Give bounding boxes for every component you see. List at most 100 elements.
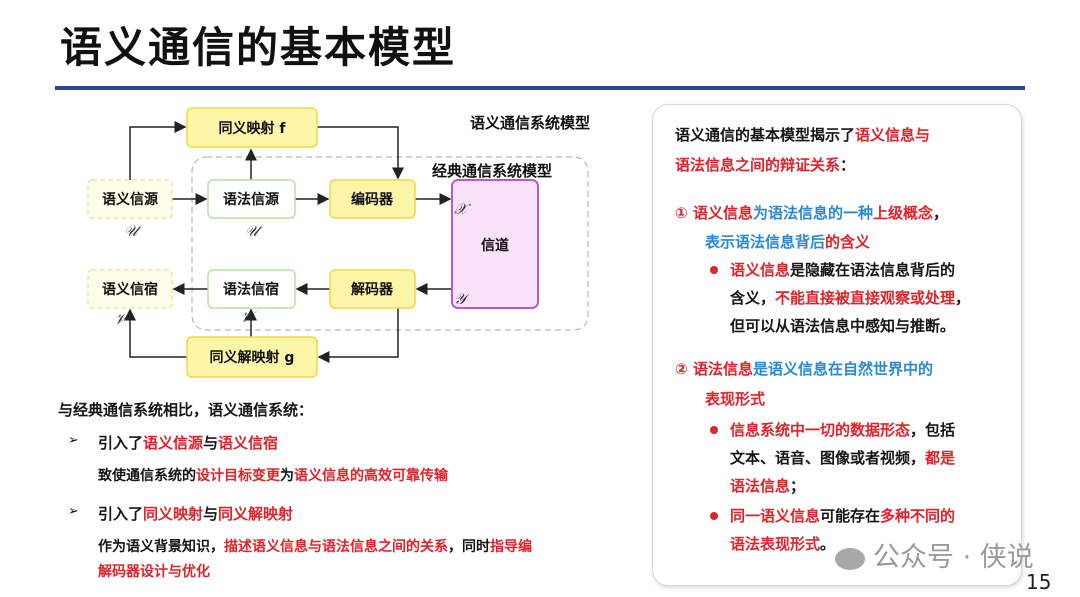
synonymous-mapping-box: 同义映射 f <box>186 107 318 148</box>
point-2-sub1-line-2: 文本、语音、图像或者视频，都是 <box>730 444 955 472</box>
point-1-line-1: ① 语义信息为语法信息的一种上级概念， <box>675 199 948 227</box>
bullet-dot-icon <box>710 426 718 434</box>
highlighted-text-segment: 语义信息与 <box>855 126 931 144</box>
semantic-sink-label: 语义信宿 <box>102 281 158 298</box>
highlighted-text-segment: 解码器设计与优化 <box>98 564 210 580</box>
highlighted-text-segment: ① <box>675 204 693 222</box>
text-segment: 文本、语音、图像或者视频， <box>730 449 926 467</box>
page-number: 15 <box>1026 570 1052 594</box>
text-segment: 语义通信的基本模型揭示了 <box>675 126 856 144</box>
syntactic-sink-box: 语法信宿 <box>207 269 296 309</box>
text-segment: ，包括 <box>910 421 956 439</box>
slide-title: 语义通信的基本模型 <box>60 23 457 72</box>
highlighted-text-segment: 语义信源 <box>143 434 204 452</box>
syntactic-source-box: 语法信源 <box>207 179 296 219</box>
semantic-source-box: 语义信源 <box>87 179 173 219</box>
point-2-line-1: ② 语法信息是语义信息在自然世界中的 <box>675 355 933 383</box>
text-segment: ，同时 <box>448 539 490 555</box>
panel-intro-line-1: 语义通信的基本模型揭示了语义信息与 <box>675 121 930 149</box>
synonymous-mapping-label: 同义映射 f <box>219 120 287 137</box>
syntactic-sink-label: 语法信宿 <box>223 281 279 298</box>
point-synonymous-mapping-detail-1: 作为语义背景知识，描述语义信息与语法信息之间的关系，同时指导编 <box>98 533 532 561</box>
highlighted-text-segment: 同义解映射 <box>218 505 294 523</box>
math-label-v-syntactic: 𝒱 <box>240 308 257 326</box>
text-segment: 。 <box>820 535 836 553</box>
math-label-u-syntactic: 𝒰 <box>245 222 263 240</box>
classic-system-boundary <box>191 156 589 331</box>
highlighted-text-segment: 语义信息 <box>730 261 791 279</box>
highlighted-text-segment: 同一语义信息 <box>730 507 821 525</box>
highlighted-text-segment: 为语法信息的一种 <box>752 204 873 222</box>
text-segment: ； <box>790 477 806 495</box>
point-synonymous-mapping-detail-2: 解码器设计与优化 <box>98 558 210 586</box>
text-segment: 致使通信系统的 <box>98 468 196 484</box>
math-label-v-semantic: 𝒱 <box>114 310 131 328</box>
text-segment: 为 <box>280 468 294 484</box>
bullet-dot-icon <box>710 266 718 274</box>
channel-box: 信道 <box>451 179 539 309</box>
highlighted-text-segment: 语法表现形式 <box>730 535 821 553</box>
text-segment: 与 <box>203 505 219 523</box>
highlighted-text-segment: 描述语义信息与语法信息之间的关系 <box>224 539 448 555</box>
watermark: 公众号 · 侠说 <box>835 535 1034 574</box>
highlighted-text-segment: 语法信息 <box>730 477 791 495</box>
title-divider <box>55 86 1025 90</box>
highlighted-text-segment: 是语义信息在自然世界中的 <box>752 360 933 378</box>
point-2-sub2-line-2: 语法表现形式。 <box>730 530 835 558</box>
encoder-box: 编码器 <box>329 179 416 219</box>
text-segment: 作为语义背景知识， <box>98 539 224 555</box>
point-1-sub-line-2: 含义，不能直接被直接观察或处理， <box>730 284 970 312</box>
point-2-sub2-line-1: 同一语义信息可能存在多种不同的 <box>730 502 955 530</box>
text-segment: 与 <box>203 434 219 452</box>
highlighted-text-segment: 都是 <box>925 449 956 467</box>
highlighted-text-segment: 信息系统中一切的数据形态 <box>730 421 911 439</box>
bullet-arrow-icon: ➢ <box>68 433 79 448</box>
highlighted-text-segment: 指导编 <box>490 539 532 555</box>
point-semantic-source-sink: 引入了语义信源与语义信宿 <box>98 429 278 457</box>
semantic-communication-diagram: 语义通信系统模型 经典通信系统模型 同义映射 f 语义信源 语法信源 编码器 信… <box>87 107 590 378</box>
text-segment: ， <box>955 289 971 307</box>
watermark-text: 公众号 · 侠说 <box>873 542 1034 573</box>
point-1-sub-line-3: 但可以从语法信息中感知与推断。 <box>730 312 955 340</box>
text-segment: 是隐藏在语法信息背后的 <box>790 261 956 279</box>
text-segment: 引入了 <box>98 505 144 523</box>
text-segment: 与经典通信系统相比，语义通信系统： <box>58 401 314 419</box>
highlighted-text-segment: 语义信息的高效可靠传输 <box>294 468 448 484</box>
highlighted-text-segment: 设计目标变更 <box>196 468 280 484</box>
highlighted-text-segment: 不能直接被直接观察或处理 <box>775 289 956 307</box>
math-label-x: 𝒳 <box>454 200 471 218</box>
highlighted-text-segment: 同义映射 <box>143 505 204 523</box>
highlighted-text-segment: 语义信息 <box>692 204 753 222</box>
comparison-intro: 与经典通信系统相比，语义通信系统： <box>58 396 313 424</box>
highlighted-text-segment: 上级概念 <box>872 204 933 222</box>
point-2-sub1-line-1: 信息系统中一切的数据形态，包括 <box>730 416 955 444</box>
text-segment: 含义， <box>730 289 776 307</box>
text-segment: ： <box>840 156 856 174</box>
highlighted-text-segment: 语法信息之间的辩证关系 <box>675 156 841 174</box>
highlighted-text-segment: 的含义 <box>825 233 871 251</box>
decoder-label: 解码器 <box>351 281 394 298</box>
point-synonymous-mapping: 引入了同义映射与同义解映射 <box>98 500 293 528</box>
point-semantic-source-sink-detail: 致使通信系统的设计目标变更为语义信息的高效可靠传输 <box>98 462 448 490</box>
explanation-panel <box>652 104 1022 586</box>
wechat-icon <box>835 547 865 570</box>
synonymous-demapping-box: 同义解映射 g <box>186 336 318 378</box>
text-segment: 可能存在 <box>820 507 881 525</box>
synonymous-demapping-label: 同义解映射 g <box>210 349 295 366</box>
encoder-label: 编码器 <box>351 191 394 208</box>
channel-label: 信道 <box>481 237 509 254</box>
point-1-sub-line-1: 语义信息是隐藏在语法信息背后的 <box>730 256 955 284</box>
bullet-dot-icon <box>710 512 718 520</box>
panel-intro-line-2: 语法信息之间的辩证关系： <box>675 151 855 179</box>
point-2-sub1-line-3: 语法信息； <box>730 472 805 500</box>
semantic-source-label: 语义信源 <box>102 191 158 208</box>
highlighted-text-segment: 表现形式 <box>705 390 766 408</box>
system-model-label: 语义通信系统模型 <box>470 114 590 132</box>
connector-arrows <box>124 121 452 363</box>
point-2-line-2: 表现形式 <box>705 385 765 413</box>
highlighted-text-segment: 语法信息 <box>692 360 753 378</box>
highlighted-text-segment: 表示语法信息背后 <box>705 233 826 251</box>
syntactic-source-label: 语法信源 <box>223 191 279 208</box>
highlighted-text-segment: 多种不同的 <box>880 507 956 525</box>
bullet-arrow-icon: ➢ <box>68 504 79 519</box>
